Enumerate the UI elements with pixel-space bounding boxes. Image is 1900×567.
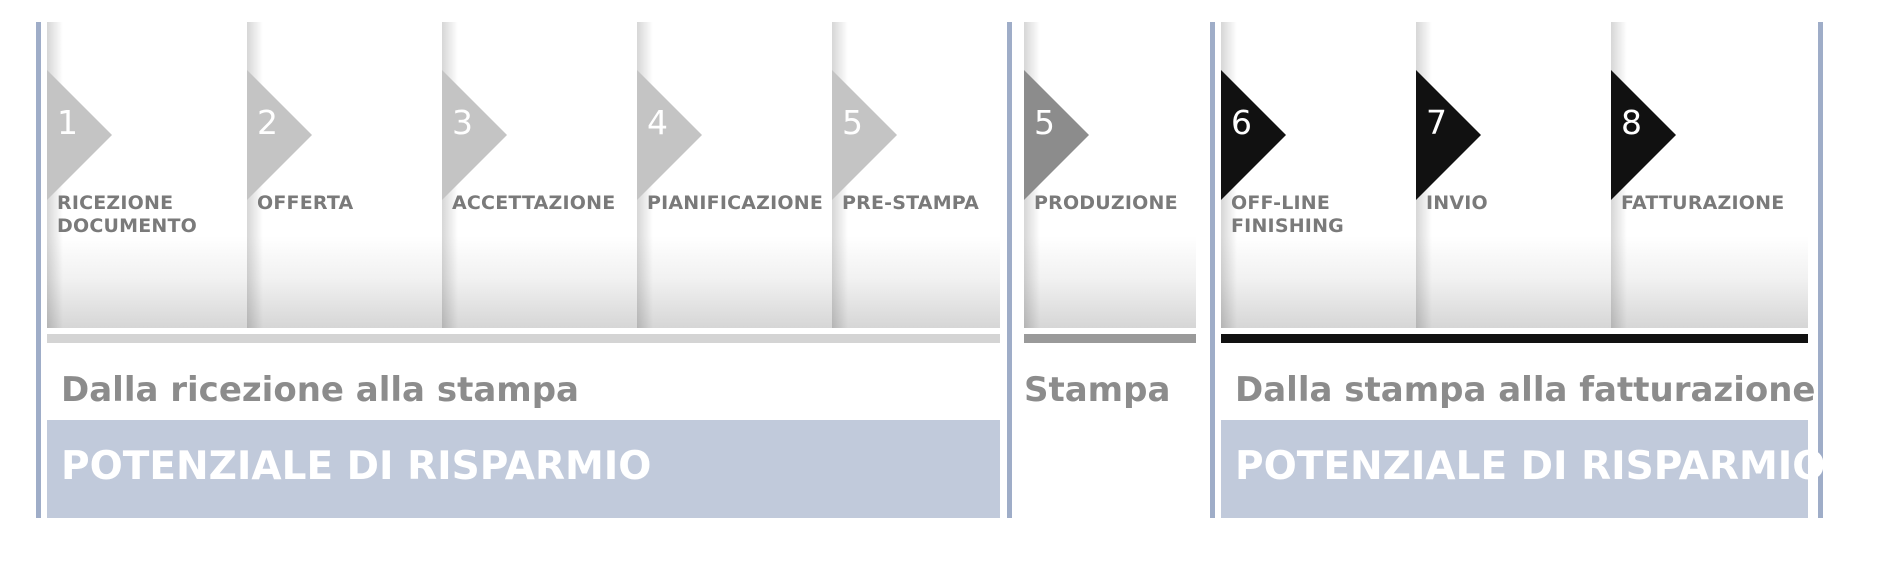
phase-bar xyxy=(1024,334,1196,343)
process-step: 5 PRE-STAMPA xyxy=(832,22,1000,328)
step-label: RICEZIONE DOCUMENTO xyxy=(57,192,197,237)
step-number: 2 xyxy=(257,103,278,142)
phase-title: Stampa xyxy=(1024,370,1171,410)
step-arrow-icon xyxy=(442,70,507,200)
step-number: 4 xyxy=(647,103,668,142)
divider-line xyxy=(1818,22,1823,518)
step-arrow-icon xyxy=(47,70,112,200)
step-number: 3 xyxy=(452,103,473,142)
phase-bar xyxy=(47,334,1000,343)
phase-title: Dalla ricezione alla stampa xyxy=(61,370,579,410)
process-step: 1 RICEZIONE DOCUMENTO xyxy=(47,22,247,328)
step-number: 8 xyxy=(1621,103,1642,142)
step-label: PRE-STAMPA xyxy=(842,192,980,214)
saving-potential-label: POTENZIALE DI RISPARMIO xyxy=(61,444,652,489)
step-label: PIANIFICAZIONE xyxy=(647,192,824,214)
phase-stampa-fatturazione: 6 OFF-LINE FINISHING 7 INVIO 8 FATTURAZI… xyxy=(1221,22,1825,518)
process-step: 7 INVIO xyxy=(1416,22,1611,328)
process-step: 8 FATTURAZIONE xyxy=(1611,22,1808,328)
step-number: 5 xyxy=(1034,103,1055,142)
divider-line xyxy=(36,22,41,518)
divider-line xyxy=(1007,22,1012,518)
step-number: 1 xyxy=(57,103,78,142)
phase-stampa: 5 PRODUZIONE Stampa xyxy=(1024,22,1196,518)
step-arrow-icon xyxy=(1221,70,1286,200)
step-number: 7 xyxy=(1426,103,1447,142)
process-step: 5 PRODUZIONE xyxy=(1024,22,1196,328)
phase-bar xyxy=(1221,334,1808,343)
step-label: OFF-LINE FINISHING xyxy=(1231,192,1344,237)
step-arrow-icon xyxy=(832,70,897,200)
phase-title: Dalla stampa alla fatturazione xyxy=(1235,370,1816,410)
step-number: 6 xyxy=(1231,103,1252,142)
process-step: 4 PIANIFICAZIONE xyxy=(637,22,832,328)
process-step: 2 OFFERTA xyxy=(247,22,442,328)
saving-potential-box: POTENZIALE DI RISPARMIO xyxy=(1221,420,1825,518)
process-step: 3 ACCETTAZIONE xyxy=(442,22,637,328)
step-arrow-icon xyxy=(1611,70,1676,200)
step-label: INVIO xyxy=(1426,192,1488,214)
process-steps: 5 PRODUZIONE xyxy=(1024,22,1196,328)
step-arrow-icon xyxy=(247,70,312,200)
process-steps: 1 RICEZIONE DOCUMENTO 2 OFFERTA 3 ACCETT… xyxy=(47,22,1000,328)
step-number: 5 xyxy=(842,103,863,142)
step-label: ACCETTAZIONE xyxy=(452,192,616,214)
phase-ricezione-stampa: 1 RICEZIONE DOCUMENTO 2 OFFERTA 3 ACCETT… xyxy=(47,22,1000,518)
step-label: OFFERTA xyxy=(257,192,354,214)
step-label: FATTURAZIONE xyxy=(1621,192,1785,214)
process-step: 6 OFF-LINE FINISHING xyxy=(1221,22,1416,328)
step-arrow-icon xyxy=(1416,70,1481,200)
process-steps: 6 OFF-LINE FINISHING 7 INVIO 8 FATTURAZI… xyxy=(1221,22,1808,328)
step-arrow-icon xyxy=(1024,70,1089,200)
saving-potential-box: POTENZIALE DI RISPARMIO xyxy=(47,420,1000,518)
step-arrow-icon xyxy=(637,70,702,200)
divider-line xyxy=(1210,22,1215,518)
step-label: PRODUZIONE xyxy=(1034,192,1178,214)
saving-potential-label: POTENZIALE DI RISPARMIO xyxy=(1235,444,1826,489)
